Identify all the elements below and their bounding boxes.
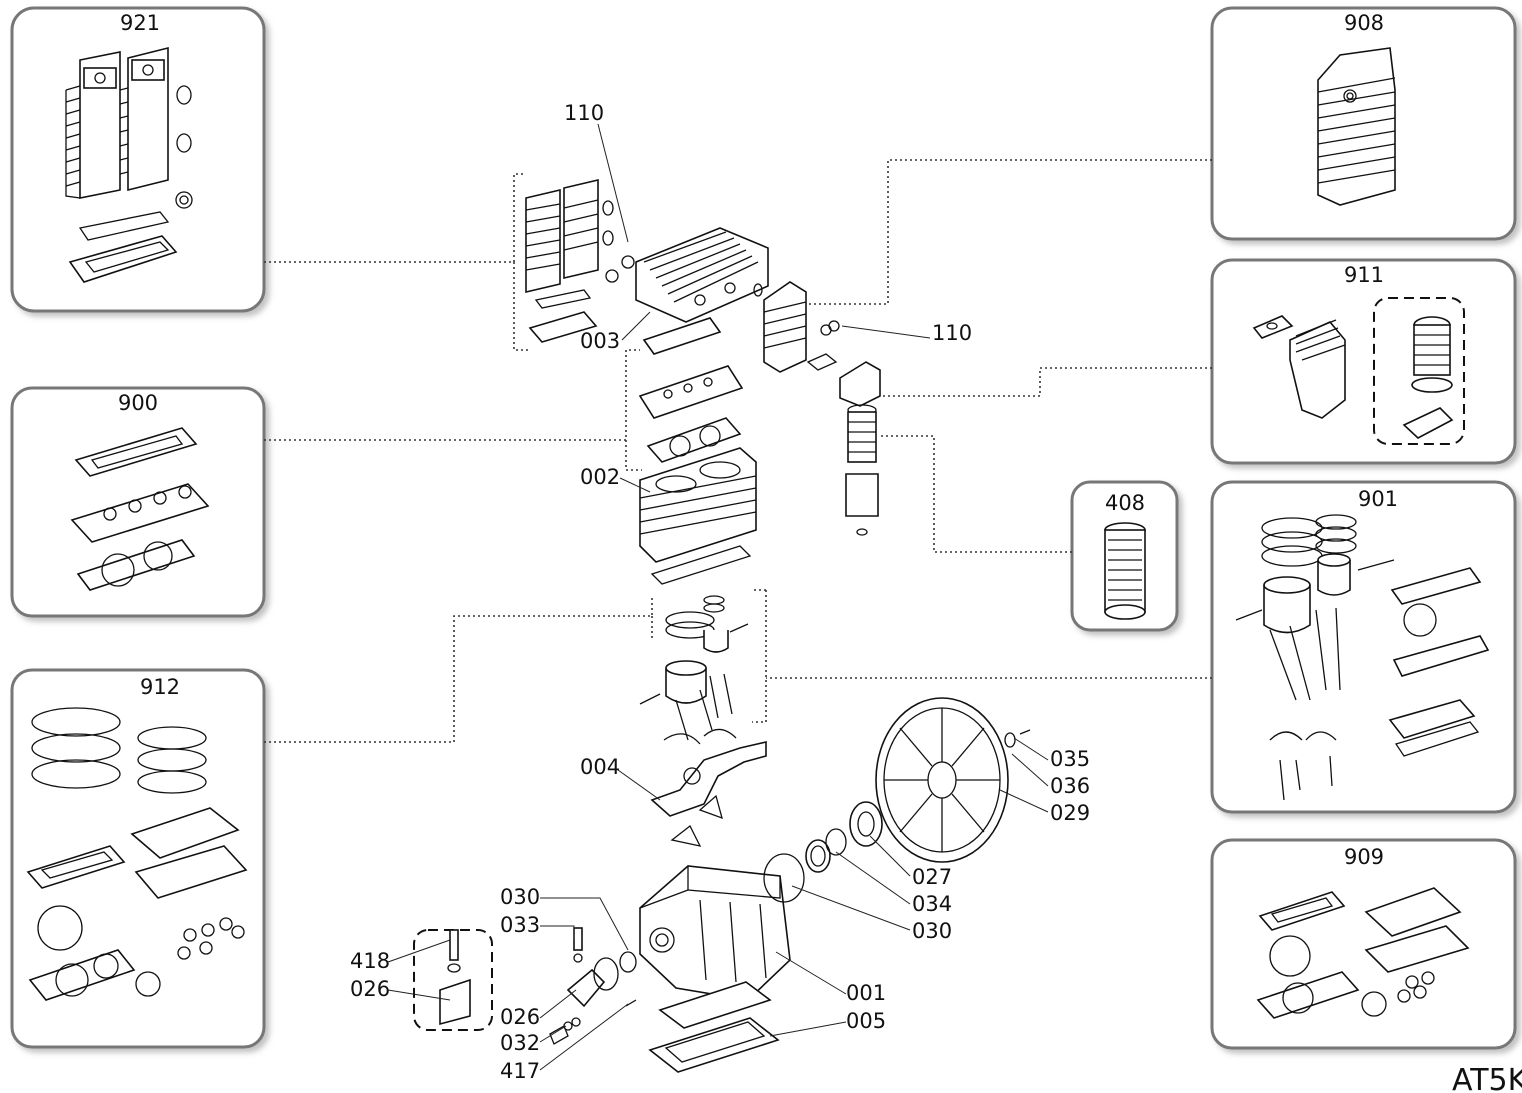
kit-label-911: 911	[1344, 263, 1384, 287]
callout-001: 001	[846, 981, 886, 1005]
kit-box-908[interactable]: 908	[1210, 6, 1517, 241]
callout-035: 035	[1050, 747, 1090, 771]
kit-box-912[interactable]: 912	[10, 668, 266, 1049]
callout-110-cooler: 110	[932, 321, 972, 345]
callout-003: 003	[580, 329, 620, 353]
main-assembly	[413, 178, 1031, 1073]
kit-box-408[interactable]: 408	[1070, 480, 1179, 632]
kit-box-900[interactable]: 900	[10, 386, 266, 618]
callout-030-left: 030	[500, 885, 540, 909]
callout-labels: 110 110 003 002 004 035 036 029 027 034 …	[350, 101, 1090, 1083]
callout-002: 002	[580, 465, 620, 489]
callout-036: 036	[1050, 774, 1090, 798]
callout-029: 029	[1050, 801, 1090, 825]
callout-034: 034	[912, 892, 952, 916]
kit-box-911[interactable]: 911	[1210, 258, 1517, 465]
kit-box-921[interactable]: 921	[10, 6, 266, 313]
callout-032: 032	[500, 1031, 540, 1055]
kit-label-408: 408	[1105, 491, 1145, 515]
kit-box-901[interactable]: 901	[1210, 480, 1517, 814]
kit-label-921: 921	[120, 11, 160, 35]
callout-027: 027	[912, 865, 952, 889]
callout-030-right: 030	[912, 919, 952, 943]
callout-004: 004	[580, 755, 620, 779]
kit-label-900: 900	[118, 391, 158, 415]
callout-005: 005	[846, 1009, 886, 1033]
callout-026-mid: 026	[500, 1005, 540, 1029]
callout-110-head: 110	[564, 101, 604, 125]
callout-417: 417	[500, 1059, 540, 1083]
kit-link-lines	[264, 159, 1212, 743]
kit-label-901: 901	[1358, 487, 1398, 511]
callout-026-left: 026	[350, 977, 390, 1001]
kit-label-912: 912	[140, 675, 180, 699]
callout-033: 033	[500, 913, 540, 937]
drawing-code: AT5K	[1452, 1063, 1522, 1093]
kit-label-909: 909	[1344, 845, 1384, 869]
callout-418: 418	[350, 949, 390, 973]
callout-leaders	[387, 123, 1049, 1071]
kit-box-909[interactable]: 909	[1210, 838, 1517, 1050]
kit-label-908: 908	[1344, 11, 1384, 35]
